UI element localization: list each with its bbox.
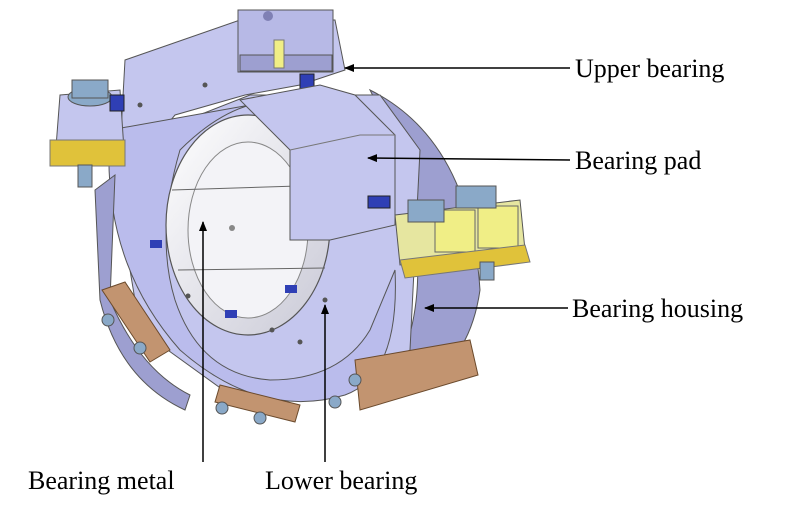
bearing-bore — [165, 114, 331, 336]
ring-fasteners — [137, 82, 328, 345]
lower-pads — [101, 281, 479, 425]
label-bearing-metal: Bearing metal — [28, 466, 175, 495]
left-bolt-block — [49, 79, 126, 188]
upper-bearing-part — [119, 9, 346, 171]
label-lower-bearing: Lower bearing — [265, 466, 418, 495]
label-bearing-pad: Bearing pad — [575, 146, 702, 175]
label-upper-bearing: Upper bearing — [575, 54, 725, 83]
right-bolt-block — [394, 185, 531, 281]
leader-lines — [199, 64, 571, 462]
leader-bearing-pad — [367, 154, 571, 163]
label-bearing-housing: Bearing housing — [572, 294, 744, 323]
bearing-pad-block — [238, 84, 396, 241]
